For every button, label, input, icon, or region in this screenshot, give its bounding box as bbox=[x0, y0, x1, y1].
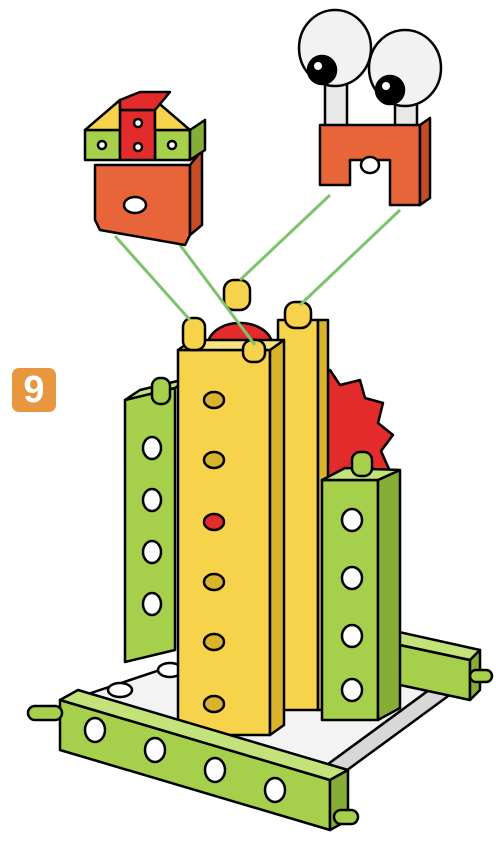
eyes-block bbox=[299, 10, 441, 205]
step-number-badge: 9 bbox=[12, 368, 56, 412]
right-green-upright bbox=[322, 452, 400, 720]
front-yellow-upright bbox=[178, 318, 284, 735]
head-block bbox=[85, 92, 205, 245]
